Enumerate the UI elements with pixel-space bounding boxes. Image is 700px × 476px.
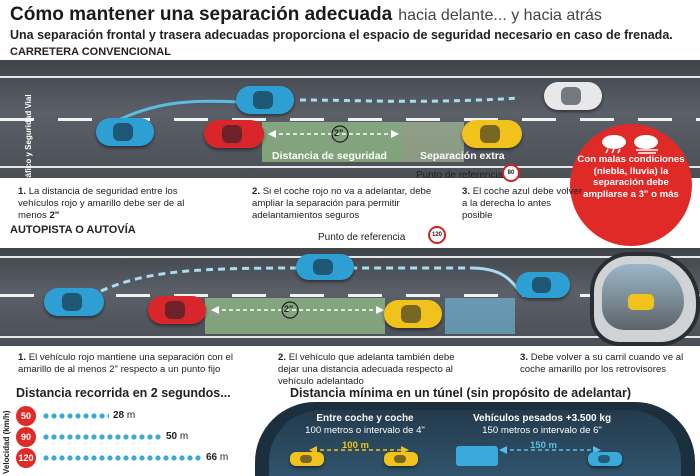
distance-bar-50 <box>42 413 109 419</box>
title-secondary: hacia delante... y hacia atrás <box>398 7 602 24</box>
two-seconds-label: 2" <box>334 128 344 138</box>
highway-two-seconds-label: 2" <box>284 304 294 314</box>
bad-weather-warning: Con malas condiciones (niebla, lluvia) l… <box>570 124 692 246</box>
white-car-oncoming <box>544 82 602 110</box>
blue-car <box>96 118 154 146</box>
speed-axis-label: Velocidad (km/h) <box>2 410 11 474</box>
distance-value-50: 28 m <box>113 410 136 421</box>
reference-point-label-1: Punto de referencia <box>416 170 504 181</box>
warning-text: Con malas condiciones (niebla, lluvia) l… <box>577 154 685 200</box>
highway-blue-car <box>44 288 104 316</box>
road-edge-top <box>0 76 700 78</box>
conventional-note-3: 3. El coche azul debe volver a la derech… <box>462 186 583 221</box>
highway-note-2: 2. El vehículo que adelanta también debe… <box>278 352 455 387</box>
tunnel-car-3 <box>588 452 622 466</box>
tunnel-car-1 <box>290 452 324 466</box>
distance-bar-120 <box>42 455 202 461</box>
highway-returning-car <box>516 272 570 298</box>
tunnel-truck-icon <box>456 446 498 466</box>
tunnel-heading: Distancia mínima en un túnel (sin propós… <box>290 386 632 400</box>
highway-note-3: 3. Debe volver a su carril cuando ve al … <box>520 352 684 375</box>
red-car <box>204 120 264 148</box>
rain-cloud-icon <box>602 135 626 149</box>
speed-sign-icon: 80 <box>502 164 520 182</box>
mirror-icon <box>590 252 700 346</box>
overtake-path-2 <box>299 96 521 103</box>
conventional-note-1: 1. La distancia de seguridad entre los v… <box>18 186 185 221</box>
tunnel-cars-distance: 100 m <box>342 440 369 451</box>
highway-lane-divider <box>0 294 700 297</box>
page-subtitle: Una separación frontal y trasera adecuad… <box>10 28 673 42</box>
speed-badge-120: 120 <box>16 448 36 468</box>
highway-red-car <box>148 296 206 324</box>
distance-value-120: 66 m <box>206 452 229 463</box>
page-title: Cómo mantener una separación adecuada hac… <box>10 4 602 26</box>
extra-separation-label: Separación extra <box>420 150 505 162</box>
speed-badge-90: 90 <box>16 427 36 447</box>
section-heading-highway: AUTOPISTA O AUTOVÍA <box>10 224 136 236</box>
highway-return-zone <box>445 298 515 334</box>
safety-distance-label: Distancia de seguridad <box>272 150 387 162</box>
lane-divider <box>0 118 700 121</box>
extra-separation-zone <box>402 122 464 162</box>
highway-note-1: 1. El vehículo rojo mantiene una separac… <box>18 352 233 375</box>
tunnel-car-2 <box>384 452 418 466</box>
safety-distance-zone <box>262 122 402 162</box>
reference-point-label-2: Punto de referencia <box>318 232 406 243</box>
speed-sign-highway-icon: 120 <box>428 226 446 244</box>
highway-edge-bottom <box>0 336 700 338</box>
distance-2s-heading: Distancia recorrida en 2 segundos... <box>16 386 231 400</box>
section-heading-conventional: CARRETERA CONVENCIONAL <box>10 46 171 58</box>
road-edge-bottom <box>0 166 700 168</box>
blue-car-overtaking <box>236 86 294 114</box>
mirror-yellow-car <box>628 294 654 310</box>
highway-overtaking-car <box>296 254 354 280</box>
yellow-car <box>462 120 522 148</box>
fog-cloud-icon <box>634 135 658 149</box>
weather-icons <box>602 135 658 154</box>
distance-value-90: 50 m <box>166 431 189 442</box>
tunnel-trucks-distance: 150 m <box>530 440 557 451</box>
speed-badge-50: 50 <box>16 406 36 426</box>
conventional-note-2: 2. Si el coche rojo no va a adelantar, d… <box>252 186 432 221</box>
highway-overtake-path <box>89 266 470 298</box>
title-main: Cómo mantener una separación adecuada <box>10 4 393 25</box>
highway-yellow-car <box>384 300 442 328</box>
distance-bar-90 <box>42 434 162 440</box>
